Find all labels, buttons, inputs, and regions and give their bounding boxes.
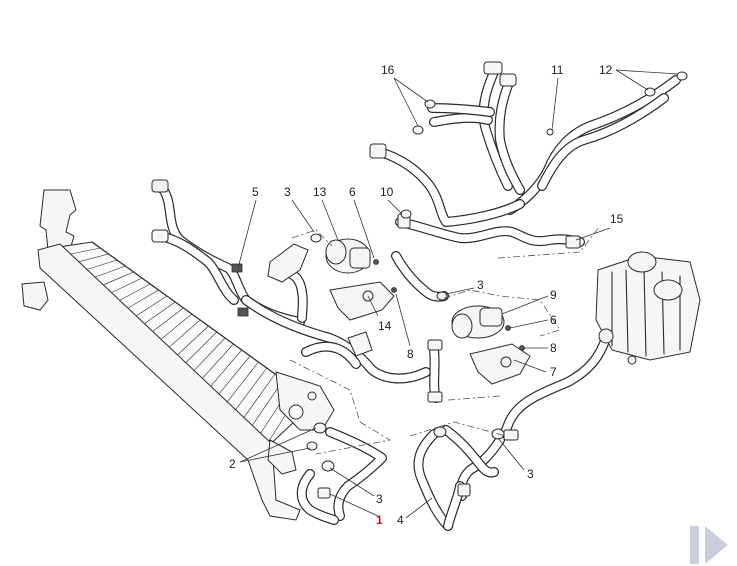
callout-14[interactable]: 14 xyxy=(378,319,392,333)
callout-6-upper[interactable]: 6 xyxy=(349,185,356,199)
callout-5[interactable]: 5 xyxy=(252,185,259,199)
callout-3-pump[interactable]: 3 xyxy=(284,185,291,199)
callout-3-lower-left[interactable]: 3 xyxy=(376,492,383,506)
next-page-icon[interactable] xyxy=(690,526,728,564)
pump-bracket-left xyxy=(267,243,309,283)
callout-8-right[interactable]: 8 xyxy=(550,341,557,355)
callout-13[interactable]: 13 xyxy=(313,185,327,199)
pump-bracket-7 xyxy=(469,325,531,385)
callout-11[interactable]: 11 xyxy=(551,63,564,77)
callout-15[interactable]: 15 xyxy=(610,212,624,226)
callout-8-left[interactable]: 8 xyxy=(407,347,414,361)
callout-12[interactable]: 12 xyxy=(599,63,613,77)
callout-9[interactable]: 9 xyxy=(550,288,557,302)
callout-2[interactable]: 2 xyxy=(229,457,236,471)
radiator xyxy=(21,189,335,521)
callout-labels: 16 11 12 5 3 13 6 10 15 3 9 14 8 6 8 7 2… xyxy=(229,63,624,527)
pump-bracket-14 xyxy=(329,259,397,321)
callout-6-lower[interactable]: 6 xyxy=(550,313,557,327)
callout-7[interactable]: 7 xyxy=(550,365,557,379)
callout-1[interactable]: 1 xyxy=(376,513,383,527)
hose-clamps xyxy=(151,61,688,499)
auxiliary-pump-13 xyxy=(325,238,371,274)
auxiliary-pump-9 xyxy=(451,305,505,339)
callout-3-mid[interactable]: 3 xyxy=(477,278,484,292)
callout-4[interactable]: 4 xyxy=(397,513,404,527)
clip-bracket-left-lower xyxy=(347,331,373,357)
callout-3-lower-right[interactable]: 3 xyxy=(527,467,534,481)
reference-dash-lines xyxy=(289,225,601,455)
leader-lines xyxy=(237,69,679,519)
callout-10[interactable]: 10 xyxy=(380,185,394,199)
callout-16[interactable]: 16 xyxy=(381,63,395,77)
expansion-tank xyxy=(595,251,701,365)
